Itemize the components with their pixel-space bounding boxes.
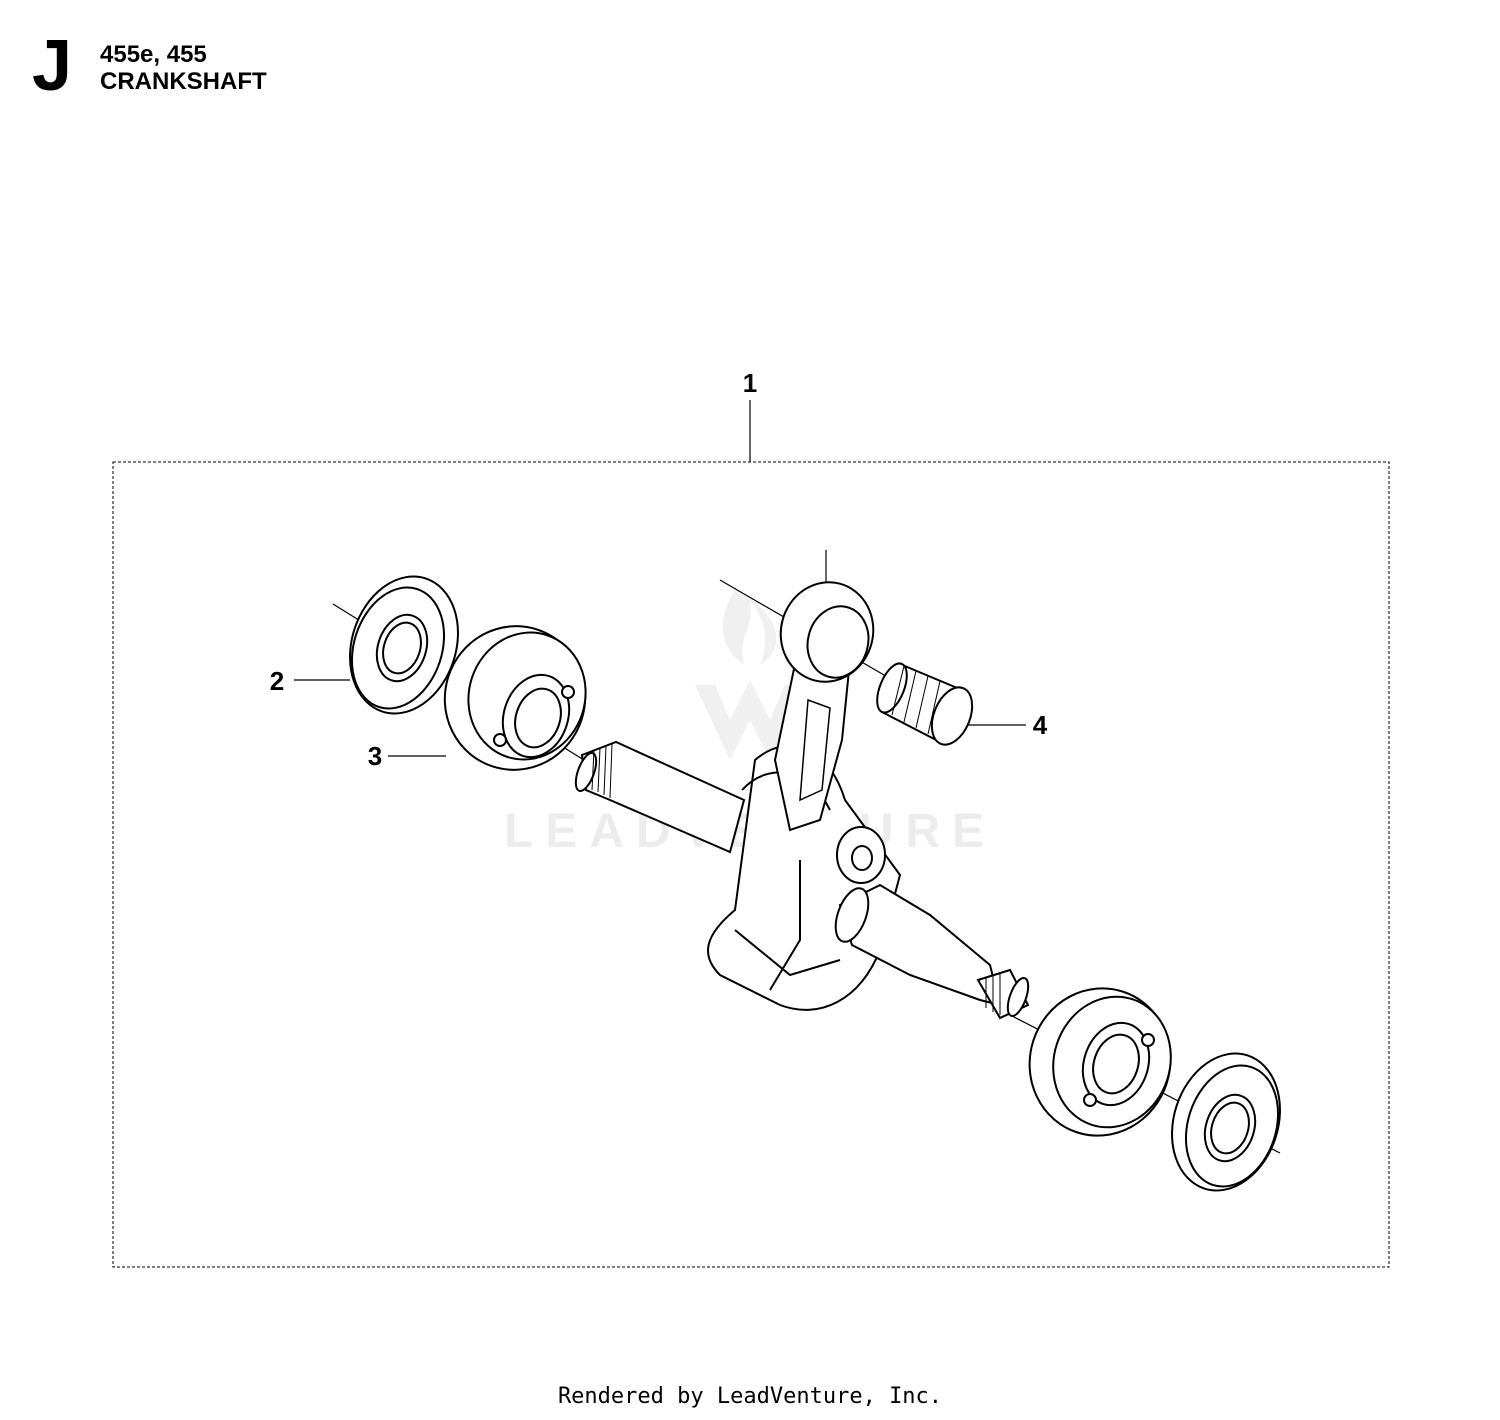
callout-3: 3	[368, 741, 382, 771]
section-letter: J	[32, 26, 73, 106]
callout-1: 1	[743, 368, 757, 398]
ball-bearing-right	[1028, 987, 1172, 1137]
callout-4: 4	[1033, 710, 1048, 740]
assembly-box	[112, 461, 1390, 1268]
oil-seal-right	[1171, 1052, 1281, 1192]
page-title: CRANKSHAFT	[100, 68, 267, 95]
model-label: 455e, 455	[100, 41, 207, 68]
crankshaft	[574, 581, 1030, 1020]
oil-seal-left	[349, 575, 459, 715]
callout-2: 2	[270, 666, 284, 696]
footer-credit: Rendered by LeadVenture, Inc.	[557, 1384, 943, 1409]
needle-bearing	[876, 662, 974, 746]
ball-bearing-left	[443, 625, 587, 771]
